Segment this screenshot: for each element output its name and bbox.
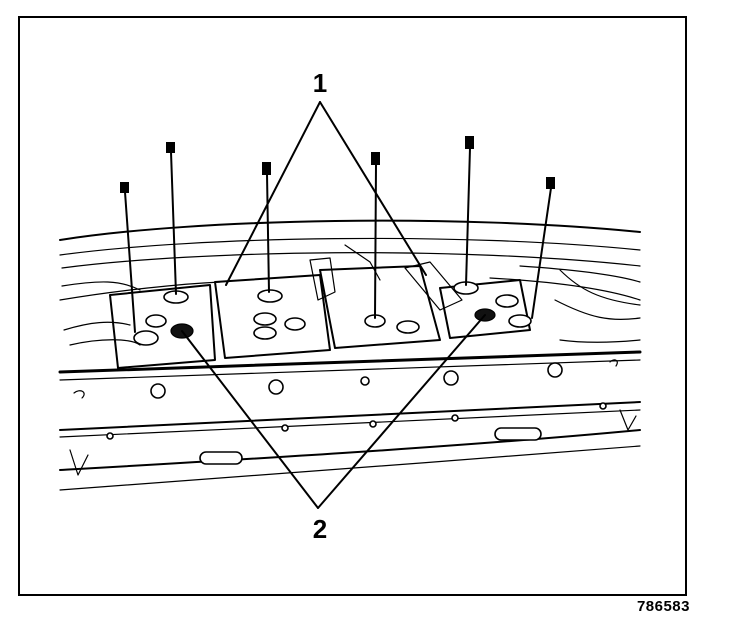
bolt: [262, 162, 271, 293]
figure-number: 786583: [636, 598, 690, 615]
bolts: [120, 136, 555, 333]
bolt: [465, 136, 474, 286]
leader-lines-1: [225, 101, 427, 286]
panel-outline: [58, 219, 642, 491]
mounting-plates: [109, 244, 531, 369]
callout-1-label: 1: [313, 68, 327, 98]
figure-border: [18, 16, 687, 596]
bolt: [166, 142, 177, 295]
panel-holes: [73, 281, 618, 465]
bolt: [120, 182, 136, 333]
bolt: [531, 177, 555, 319]
leader-lines-2: [181, 314, 486, 509]
bolt: [371, 152, 380, 319]
callout-2-label: 2: [313, 514, 327, 544]
